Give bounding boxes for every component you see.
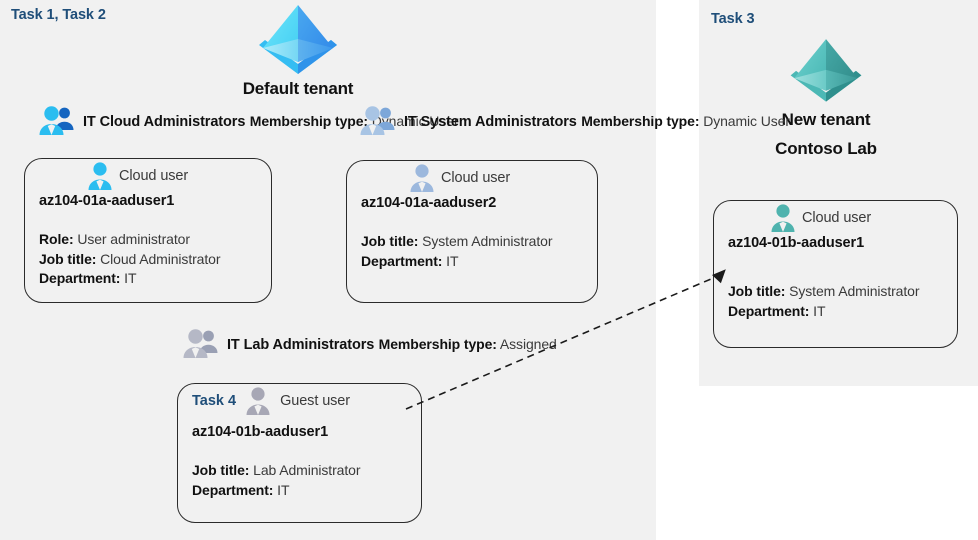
user-card-aaduser1: Cloud user az104-01a-aaduser1 Role: User… bbox=[24, 158, 272, 303]
guest-user-icon bbox=[246, 387, 270, 415]
user-principal-name: az104-01b-aaduser1 bbox=[728, 235, 865, 251]
new-tenant-block: New tenant Contoso Lab bbox=[736, 36, 916, 160]
property-row: Role: User administrator bbox=[39, 231, 190, 247]
card-header: Cloud user bbox=[25, 159, 271, 193]
property-row: Job title: Cloud Administrator bbox=[39, 250, 221, 267]
group-title: IT System Administrators bbox=[404, 113, 577, 130]
property-row: Job title: Lab Administrator bbox=[192, 462, 361, 478]
group-membership: Membership type: Dynamic User bbox=[249, 112, 459, 129]
new-tenant-name-line1: New tenant bbox=[781, 110, 871, 129]
user-type-label: Cloud user bbox=[441, 170, 511, 186]
group-it-system-administrators: IT System Administrators Membership type… bbox=[359, 104, 790, 138]
default-tenant-name: Default tenant bbox=[242, 79, 354, 98]
new-tenant-name-line2: Contoso Lab bbox=[775, 139, 877, 158]
group-header-text: IT Lab Administrators Membership type: A… bbox=[227, 334, 557, 355]
cloud-user-icon bbox=[88, 162, 112, 190]
user-properties: Job title: System Administrator Departme… bbox=[347, 232, 597, 271]
group-it-cloud-administrators: IT Cloud Administrators Membership type:… bbox=[38, 104, 459, 138]
card-header: Task 4 Guest user bbox=[178, 384, 421, 418]
group-it-lab-administrators: IT Lab Administrators Membership type: A… bbox=[182, 327, 557, 361]
property-row: Job title: System Administrator bbox=[361, 233, 553, 249]
user-principal-name: az104-01a-aaduser1 bbox=[39, 193, 175, 209]
user-principal-name: az104-01a-aaduser2 bbox=[361, 195, 497, 211]
user-card-guest-aaduser1: Task 4 Guest user az104-01b-aaduser1 Job… bbox=[177, 383, 422, 523]
card-header: Cloud user bbox=[714, 201, 957, 235]
cloud-user-icon bbox=[771, 204, 795, 232]
azure-ad-tenant-icon bbox=[790, 39, 862, 102]
users-group-icon bbox=[39, 106, 74, 135]
group-title: IT Cloud Administrators bbox=[83, 113, 246, 130]
group-header-text: IT Cloud Administrators Membership type:… bbox=[83, 111, 459, 132]
user-card-aaduser2: Cloud user az104-01a-aaduser2 Job title:… bbox=[346, 160, 598, 303]
property-row: Department: IT bbox=[361, 252, 459, 269]
property-row: Job title: System Administrator bbox=[728, 283, 920, 299]
task-4-label: Task 4 bbox=[192, 393, 237, 409]
user-properties: Job title: System Administrator Departme… bbox=[714, 282, 957, 321]
group-title: IT Lab Administrators bbox=[227, 336, 375, 353]
task-3-label: Task 3 bbox=[711, 11, 755, 27]
user-principal-name: az104-01b-aaduser1 bbox=[192, 424, 329, 440]
task-1-2-label: Task 1, Task 2 bbox=[11, 7, 106, 23]
default-tenant-block: Default tenant bbox=[208, 2, 388, 100]
property-row: Department: IT bbox=[39, 270, 137, 286]
property-row: Department: IT bbox=[728, 302, 826, 319]
group-header-text: IT System Administrators Membership type… bbox=[404, 111, 790, 132]
group-membership: Membership type: Dynamic User bbox=[581, 112, 790, 129]
cloud-user-icon bbox=[410, 164, 434, 192]
group-membership: Membership type: Assigned bbox=[378, 335, 557, 352]
user-properties: Job title: Lab Administrator Department:… bbox=[178, 461, 421, 500]
users-group-icon bbox=[183, 329, 218, 358]
user-card-aaduser1-new-tenant: Cloud user az104-01b-aaduser1 Job title:… bbox=[713, 200, 958, 348]
user-type-label: Cloud user bbox=[119, 168, 189, 184]
azure-ad-tenant-icon bbox=[259, 5, 337, 74]
users-group-icon bbox=[360, 106, 395, 135]
property-row: Department: IT bbox=[192, 481, 290, 498]
user-type-label: Cloud user bbox=[802, 210, 872, 226]
user-properties: Role: User administrator Job title: Clou… bbox=[25, 230, 271, 289]
user-type-label: Guest user bbox=[280, 393, 350, 409]
card-header: Cloud user bbox=[347, 161, 597, 195]
